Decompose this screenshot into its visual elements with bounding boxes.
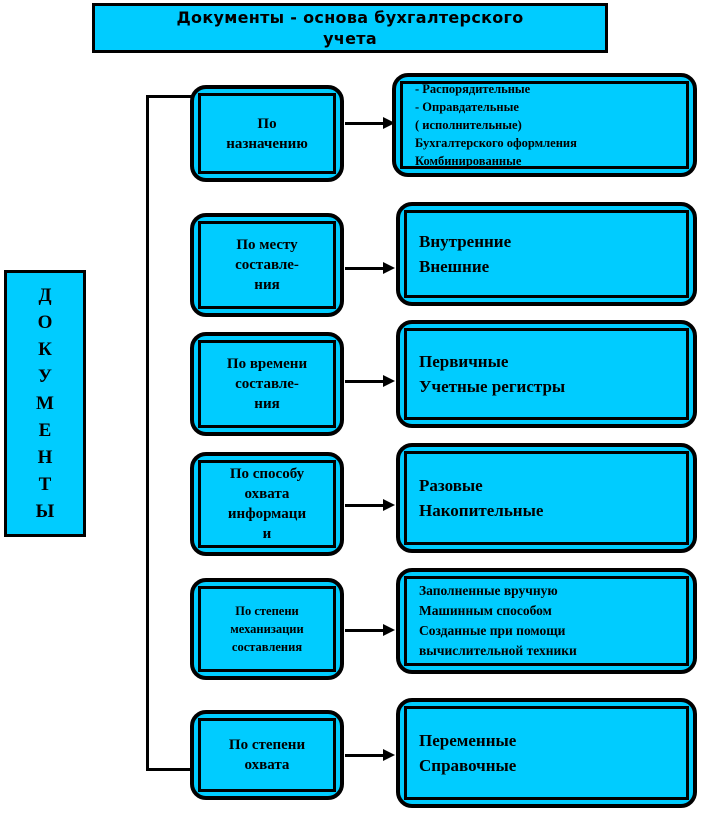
values-box-6: Переменные Справочные [396, 698, 697, 808]
values-label-6: Переменные Справочные [419, 731, 517, 775]
criterion-box-5-inner: По степени механизации составления [198, 586, 336, 672]
arrow-5 [345, 624, 397, 636]
criterion-label-3: По времени составле- ния [226, 356, 308, 412]
values-label-3: Первичные Учетные регистры [419, 352, 566, 396]
criterion-label-2: По месту составле- ния [235, 237, 299, 293]
bracket-connector [146, 95, 194, 771]
values-label-2: Внутренние Внешние [419, 232, 512, 276]
criterion-box-1: По назначению [190, 85, 344, 182]
values-box-2: Внутренние Внешние [396, 202, 697, 306]
values-box-4-inner: Разовые Накопительные [404, 451, 689, 545]
arrow-6 [345, 749, 397, 761]
arrow-1-shaft [345, 122, 385, 125]
criterion-box-1-inner: По назначению [198, 93, 336, 174]
arrow-4-shaft [345, 504, 385, 507]
values-label-4: Разовые Накопительные [419, 476, 544, 520]
arrow-5-shaft [345, 629, 385, 632]
arrow-3 [345, 375, 397, 387]
arrow-3-shaft [345, 380, 385, 383]
arrow-head-icon [383, 499, 395, 511]
criterion-box-4-inner: По способу охвата информаци и [198, 460, 336, 548]
criterion-box-2: По месту составле- ния [190, 213, 344, 317]
criterion-box-4: По способу охвата информаци и [190, 452, 344, 556]
values-box-2-inner: Внутренние Внешние [404, 210, 689, 298]
arrow-1 [345, 117, 397, 129]
values-label-1: - Распорядительные - Оправдательные ( ис… [415, 82, 577, 168]
values-box-4: Разовые Накопительные [396, 443, 697, 553]
values-box-3-inner: Первичные Учетные регистры [404, 328, 689, 420]
values-box-3: Первичные Учетные регистры [396, 320, 697, 428]
values-box-5-inner: Заполненные вручную Машинным способом Со… [404, 576, 689, 666]
criterion-box-6-inner: По степени охвата [198, 718, 336, 792]
arrow-4 [345, 499, 397, 511]
criterion-label-6: По степени охвата [228, 737, 306, 773]
criterion-box-5: По степени механизации составления [190, 578, 344, 680]
documents-vertical-label-box: Д О К У М Е Н Т Ы [4, 270, 86, 537]
criterion-label-4: По способу охвата информаци и [227, 466, 307, 542]
criterion-box-3-inner: По времени составле- ния [198, 340, 336, 428]
values-box-6-inner: Переменные Справочные [404, 706, 689, 800]
diagram-title-text: Документы - основа бухгалтерского учета [176, 8, 524, 48]
criterion-box-6: По степени охвата [190, 710, 344, 800]
arrow-head-icon [383, 624, 395, 636]
documents-vertical-label-text: Д О К У М Е Н Т Ы [35, 285, 55, 522]
arrow-2-shaft [345, 267, 385, 270]
criterion-label-5: По степени механизации составления [230, 604, 304, 654]
criterion-label-1: По назначению [226, 115, 308, 152]
criterion-box-3: По времени составле- ния [190, 332, 344, 436]
arrow-6-shaft [345, 754, 385, 757]
arrow-head-icon [383, 375, 395, 387]
values-box-1-inner: - Распорядительные - Оправдательные ( ис… [400, 81, 689, 169]
values-box-5: Заполненные вручную Машинным способом Со… [396, 568, 697, 674]
values-box-1: - Распорядительные - Оправдательные ( ис… [392, 73, 697, 177]
criterion-box-2-inner: По месту составле- ния [198, 221, 336, 309]
values-label-5: Заполненные вручную Машинным способом Со… [419, 583, 577, 658]
diagram-title-box: Документы - основа бухгалтерского учета [92, 3, 608, 53]
arrow-2 [345, 262, 397, 274]
arrow-head-icon [383, 262, 395, 274]
arrow-head-icon [383, 749, 395, 761]
